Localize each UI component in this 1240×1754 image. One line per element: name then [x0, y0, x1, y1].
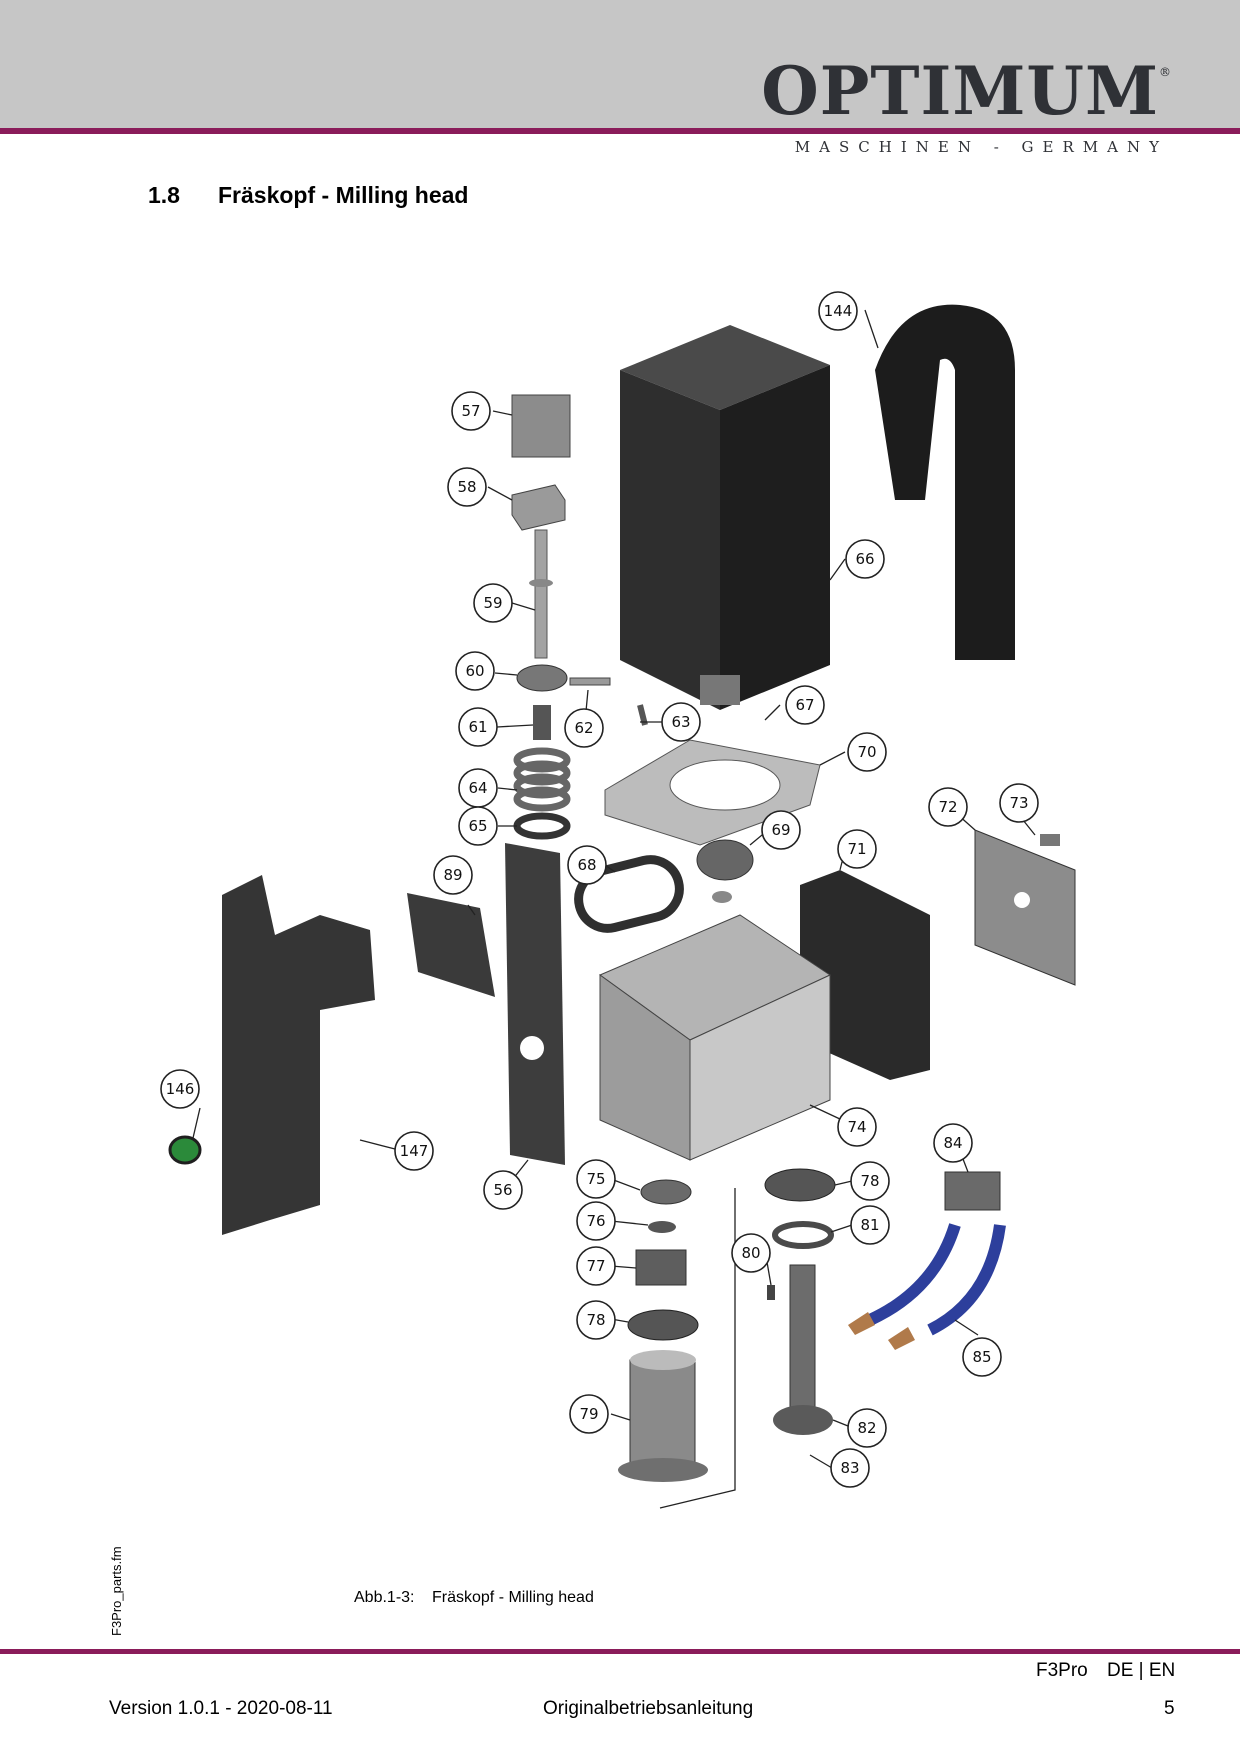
callout-number: 146 — [166, 1080, 195, 1098]
callout-number: 89 — [443, 866, 462, 884]
callout-number: 57 — [461, 402, 480, 420]
callout-number: 147 — [400, 1142, 429, 1160]
nozzle-right — [888, 1327, 915, 1350]
callout-number: 144 — [824, 302, 853, 320]
callout-number: 75 — [586, 1170, 605, 1188]
bearing-75 — [640, 1179, 692, 1205]
callout-number: 85 — [972, 1348, 991, 1366]
callout-number-group: 57 58 59 60 61 62 63 64 65 66 67 68 69 7… — [166, 302, 1029, 1477]
callout-number: 72 — [938, 798, 957, 816]
flange-72 — [974, 829, 1076, 986]
coolant-hose-right — [927, 1224, 1006, 1336]
callout-number: 60 — [465, 662, 484, 680]
plate-89 — [407, 893, 495, 997]
page-number: 5 — [1164, 1698, 1175, 1719]
side-filename: F3Pro_parts.fm — [109, 1546, 124, 1636]
header-band — [0, 0, 1240, 128]
footer-manual-title: Originalbetriebsanleitung — [543, 1698, 754, 1719]
figure-caption-text: Fräskopf - Milling head — [432, 1589, 594, 1606]
key-80 — [767, 1285, 775, 1300]
cover-147 — [222, 875, 375, 1235]
callout-number: 58 — [457, 478, 476, 496]
callout-number: 76 — [586, 1212, 605, 1230]
footer-version: Version 1.0.1 - 2020-08-11 — [109, 1698, 333, 1719]
sleeve-61 — [533, 705, 551, 740]
section-title: 1.8 Fräskopf - Milling head — [148, 182, 468, 209]
callout-number: 59 — [483, 594, 502, 612]
header-rule — [0, 128, 1240, 134]
callout-number: 78 — [860, 1172, 879, 1190]
pneumatic-cylinder — [511, 394, 571, 458]
callout-number: 73 — [1009, 794, 1028, 812]
quill-79 — [629, 1359, 696, 1471]
nut-77 — [635, 1249, 687, 1286]
callout-number: 81 — [860, 1216, 879, 1234]
figure-caption: Abb.1-3: Fräskopf - Milling head — [354, 1589, 594, 1607]
brand-logo: OPTIMUM® — [761, 52, 1172, 130]
callout-number: 70 — [857, 743, 876, 761]
spindle-collar — [773, 1405, 833, 1435]
callout-number: 80 — [741, 1244, 760, 1262]
block-84 — [944, 1171, 1001, 1211]
callout-number: 74 — [847, 1118, 866, 1136]
callout-number: 82 — [857, 1419, 876, 1437]
brand-subline: MASCHINEN - GERMANY — [794, 138, 1168, 156]
callout-number: 84 — [943, 1134, 962, 1152]
side-plate-71 — [800, 870, 930, 1080]
callout-number: 67 — [795, 696, 814, 714]
spindle-82 — [789, 1264, 816, 1416]
callout-number: 62 — [574, 719, 593, 737]
callout-number: 83 — [840, 1459, 859, 1477]
belt-68 — [574, 855, 684, 933]
motor-housing — [620, 325, 830, 710]
coolant-hose-left — [867, 1223, 961, 1326]
pin-62 — [569, 677, 611, 686]
callout-number: 68 — [577, 856, 596, 874]
footer-languages: DE | EN — [1107, 1660, 1176, 1681]
cable-duct — [875, 304, 1015, 660]
callout-number: 64 — [468, 779, 487, 797]
ring-81 — [772, 1221, 834, 1249]
callout-number: 77 — [586, 1257, 605, 1275]
footer-rule — [0, 1649, 1240, 1654]
piston-rod — [534, 529, 548, 659]
callout-number: 56 — [493, 1181, 512, 1199]
strip-56 — [505, 843, 565, 1165]
callout-number: 66 — [855, 550, 874, 568]
callout-number: 78 — [586, 1311, 605, 1329]
callout-number: 65 — [468, 817, 487, 835]
callout-number: 61 — [468, 718, 487, 736]
footer-product: F3Pro — [1036, 1660, 1088, 1681]
callout-number: 71 — [847, 840, 866, 858]
nut-60 — [516, 664, 568, 692]
knob-146 — [168, 1135, 202, 1165]
callout-number: 79 — [579, 1405, 598, 1423]
mounting-block — [511, 484, 566, 531]
ring-65 — [513, 812, 571, 840]
bearing-78b — [764, 1168, 836, 1202]
spring-64 — [513, 747, 571, 812]
callout-number: 69 — [771, 821, 790, 839]
ring-76 — [648, 1221, 676, 1233]
section-heading: Fräskopf - Milling head — [218, 182, 469, 208]
bearing-78a — [627, 1309, 699, 1341]
figure-label: Abb.1-3: — [354, 1589, 415, 1606]
section-number: 1.8 — [148, 182, 180, 208]
nozzle-left — [848, 1312, 875, 1335]
callout-number: 63 — [671, 713, 690, 731]
callout-group — [160, 291, 1039, 1488]
pulley-69 — [696, 839, 754, 881]
